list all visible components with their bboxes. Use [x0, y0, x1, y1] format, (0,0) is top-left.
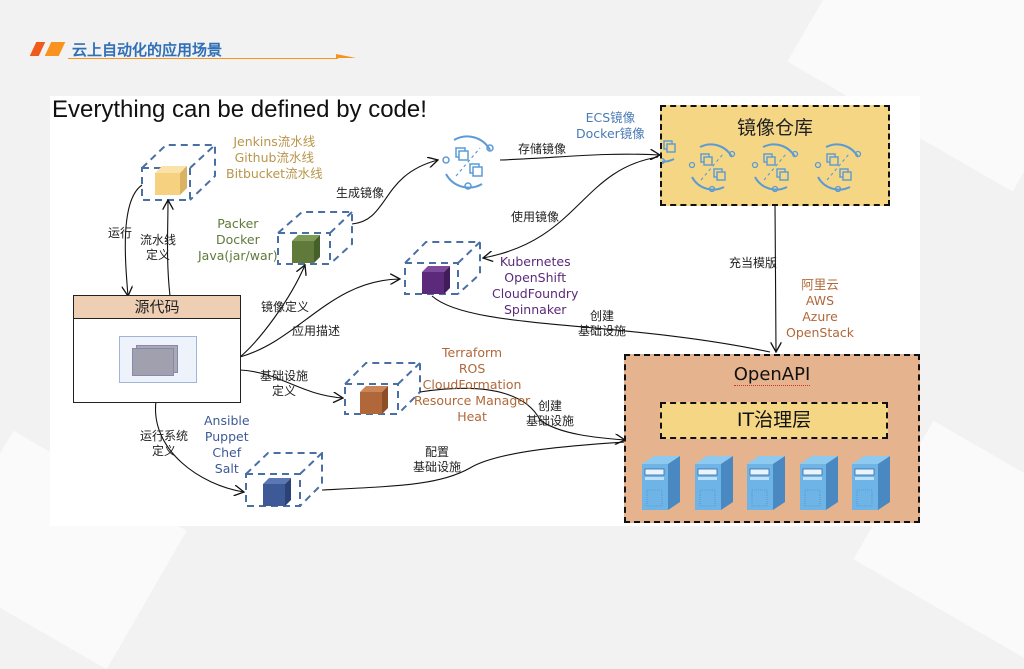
repo-image-icons — [662, 139, 862, 193]
label-as-template: 充当模版 — [729, 256, 778, 270]
server-icon — [798, 454, 840, 512]
main-title: Everything can be defined by code! — [52, 96, 427, 123]
openapi-title: OpenAPI — [733, 364, 811, 386]
source-code-box: 源代码 — [73, 295, 241, 403]
label-image-def: 镜像定义 — [261, 300, 310, 314]
server-rack — [640, 454, 910, 514]
server-icon — [850, 454, 892, 512]
label-runtime-def: 运行系统定义 — [140, 429, 189, 458]
section-header: 云上自动化的应用场景 — [0, 36, 380, 66]
server-icon — [745, 454, 787, 512]
image-repository: 镜像仓库 — [660, 105, 890, 206]
image-icon — [688, 143, 736, 193]
label-gen-image: 生成镜像 — [336, 186, 385, 200]
server-icon — [640, 454, 682, 512]
image-repository-title: 镜像仓库 — [736, 117, 813, 139]
label-run: 运行 — [108, 226, 133, 240]
document-icon — [119, 336, 197, 383]
label-create-infra-2: 创建基础设施 — [526, 399, 575, 428]
label-use-image: 使用镜像 — [511, 210, 560, 224]
header-accent-bar — [44, 42, 66, 56]
image-icon — [814, 143, 862, 193]
label-config-infra: 配置基础设施 — [413, 445, 462, 474]
header-underline — [68, 58, 338, 59]
label-pipeline-def: 流水线定义 — [140, 233, 177, 262]
header-accent-bar — [29, 42, 46, 56]
source-code-title: 源代码 — [74, 296, 240, 319]
label-create-infra-1: 创建基础设施 — [578, 309, 627, 338]
label-infra-def: 基础设施定义 — [260, 369, 309, 398]
label-store-image: 存储镜像 — [518, 142, 567, 156]
server-icon — [693, 454, 735, 512]
label-app-desc: 应用描述 — [292, 324, 341, 338]
it-governance-layer: IT治理层 — [660, 402, 888, 439]
image-icon — [751, 143, 799, 193]
header-arrow-icon — [336, 54, 356, 58]
openapi-block: OpenAPI IT治理层 — [624, 354, 920, 523]
section-title: 云上自动化的应用场景 — [72, 41, 223, 59]
